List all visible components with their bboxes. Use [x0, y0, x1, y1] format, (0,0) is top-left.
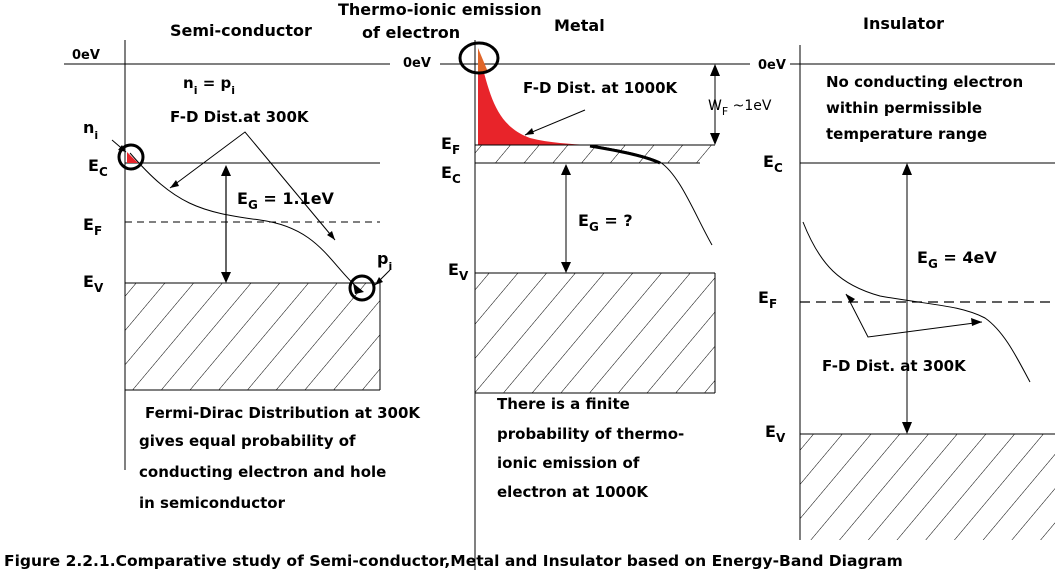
- metal-filled-band-top: [475, 145, 715, 163]
- semiconductor-eg-label: EG = 1.1eV: [237, 189, 335, 212]
- metal-ef-label: EF: [441, 134, 460, 157]
- semiconductor-pi-label: pi: [377, 249, 392, 273]
- insulator-fd-pointer-right-head: [971, 318, 982, 326]
- semiconductor-hole-fill: [353, 283, 364, 294]
- semiconductor-electron-fill: [127, 152, 138, 163]
- metal-caption-line-1: There is a finite: [497, 395, 630, 413]
- metal-zero-ev: 0eV: [403, 56, 431, 71]
- metal-panel: Thermo-ionic emission of electron Metal …: [338, 0, 772, 570]
- semiconductor-electron-circle: [117, 143, 145, 171]
- insulator-note-line-3: temperature range: [826, 125, 987, 143]
- semiconductor-caption-line-2: gives equal probability of: [139, 432, 356, 450]
- semiconductor-caption: Fermi-Dirac Distribution at 300K gives e…: [139, 404, 421, 512]
- semiconductor-eg-arrow-top: [221, 165, 231, 176]
- semiconductor-ef-label: EF: [83, 215, 102, 238]
- semiconductor-hole-circle: [348, 274, 376, 302]
- insulator-note-line-1: No conducting electron: [826, 73, 1023, 91]
- metal-emission-fill: [478, 48, 488, 72]
- insulator-eg-arrow-top: [902, 163, 912, 175]
- semiconductor-caption-line-1: Fermi-Dirac Distribution at 300K: [145, 404, 421, 422]
- metal-ev-label: EV: [448, 260, 469, 283]
- insulator-valence-band: [800, 434, 1055, 540]
- insulator-fd-label: F-D Dist. at 300K: [822, 357, 967, 375]
- insulator-panel: Insulator 0eV No conducting electron wit…: [758, 14, 1055, 540]
- semiconductor-fd-label: F-D Dist.at 300K: [170, 108, 310, 126]
- insulator-ef-label: EF: [758, 288, 777, 311]
- semiconductor-zero-ev: 0eV: [72, 48, 100, 63]
- metal-electron-fill: [478, 50, 590, 145]
- semiconductor-title: Semi-conductor: [170, 21, 312, 40]
- semiconductor-ni-label: ni: [83, 118, 98, 142]
- insulator-note-line-2: within permissible: [826, 99, 982, 117]
- metal-emission-circle: [458, 41, 500, 75]
- semiconductor-valence-band: [125, 283, 380, 390]
- figure-caption: Figure 2.2.1.Comparative study of Semi-c…: [4, 552, 903, 570]
- metal-caption-line-3: ionic emission of: [497, 454, 640, 472]
- semiconductor-ec-label: EC: [88, 156, 108, 179]
- semiconductor-fd-pointer-right-head: [327, 231, 335, 240]
- metal-caption: There is a finite probability of thermo-…: [497, 395, 684, 501]
- semiconductor-caption-line-4: in semiconductor: [139, 494, 286, 512]
- metal-wf-label: WF ~1eV: [708, 98, 772, 118]
- metal-eg-arrow-bottom: [561, 262, 571, 273]
- insulator-fd-curve: [802, 221, 1031, 383]
- metal-fd-label: F-D Dist. at 1000K: [523, 79, 679, 97]
- insulator-eg-label: EG = 4eV: [917, 248, 997, 271]
- insulator-ec-label: EC: [763, 152, 783, 175]
- metal-caption-line-4: electron at 1000K: [497, 483, 649, 501]
- metal-eg-arrow-top: [561, 164, 571, 175]
- semiconductor-panel: Semi-conductor 0eV: [64, 21, 421, 512]
- insulator-fd-pointer: [845, 293, 983, 338]
- metal-eg-label: EG = ?: [578, 211, 633, 234]
- semiconductor-ni-eq-pi: ni = pi: [183, 74, 235, 97]
- insulator-zero-ev: 0eV: [758, 58, 786, 73]
- metal-caption-line-2: probability of thermo-: [497, 425, 684, 443]
- semiconductor-eg-arrow-bottom: [221, 272, 231, 283]
- insulator-eg-arrow-bottom: [902, 422, 912, 434]
- metal-wf-arrow-top: [710, 64, 720, 76]
- insulator-title: Insulator: [863, 14, 944, 33]
- metal-valence-band: [475, 273, 715, 393]
- metal-thermo-line-2: of electron: [362, 23, 460, 42]
- metal-title: Metal: [554, 16, 605, 35]
- insulator-ev-label: EV: [765, 422, 786, 445]
- metal-thermo-line-1: Thermo-ionic emission: [338, 0, 542, 19]
- metal-wf-arrow-bottom: [710, 133, 720, 145]
- insulator-fd-pointer-left-head: [846, 294, 855, 303]
- metal-fd-pointer-head: [525, 128, 534, 135]
- insulator-note: No conducting electron within permissibl…: [826, 73, 1023, 143]
- semiconductor-pi-arrowhead: [375, 277, 383, 285]
- metal-ec-label: EC: [441, 163, 461, 186]
- semiconductor-ni-arrowhead: [118, 145, 126, 152]
- semiconductor-fd-pointer-left-head: [170, 180, 179, 188]
- semiconductor-ev-label: EV: [83, 272, 104, 295]
- metal-fd-pointer: [524, 109, 586, 136]
- semiconductor-fd-curve: [129, 152, 363, 293]
- semiconductor-caption-line-3: conducting electron and hole: [139, 463, 386, 481]
- metal-fd-curve-bold: [589, 144, 661, 165]
- semiconductor-fd-pointer: [169, 131, 336, 241]
